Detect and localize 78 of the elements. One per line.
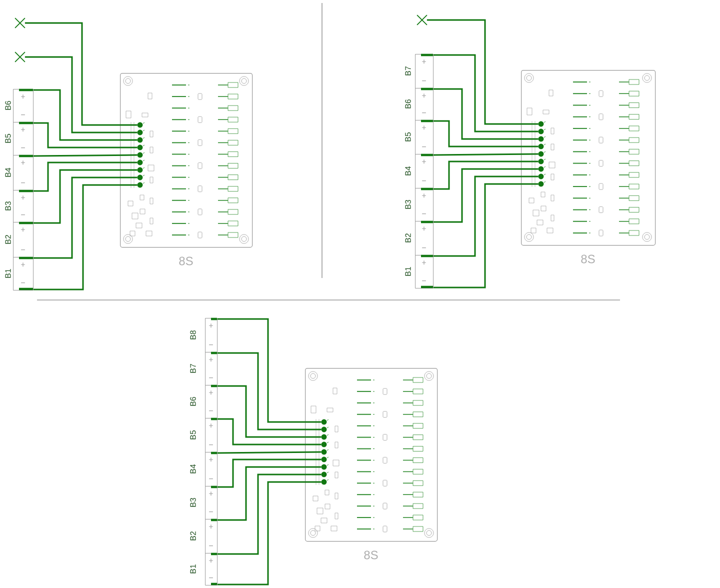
node-label: B7 [190, 364, 196, 373]
wire [434, 183, 538, 288]
wire [34, 176, 138, 259]
wire [34, 122, 138, 148]
battery-cell: B3 + − [5, 190, 34, 222]
wire [218, 466, 322, 521]
node-label: B2 [190, 531, 196, 540]
wire [34, 162, 138, 192]
battery-cell: B5 + − [405, 120, 434, 154]
battery-cell: B1 + − [405, 254, 434, 288]
battery-cell: B7 + − [190, 352, 218, 386]
battery-cell: B1 + − [190, 552, 218, 586]
battery-cell: B2 + − [5, 222, 34, 258]
node-label: B6 [405, 99, 411, 108]
cross-mark [14, 18, 26, 28]
node-label: B6 [5, 100, 11, 110]
battery-cell: B3 + − [190, 486, 218, 520]
battery-cell: B1 + − [5, 256, 34, 290]
battery-cell: B6 + − [5, 88, 34, 122]
wire [434, 176, 538, 257]
cross-mark [14, 52, 26, 62]
battery-cell: B2 + − [405, 220, 434, 256]
wire [34, 184, 138, 290]
wire [434, 88, 538, 140]
node-label: B6 [190, 396, 196, 406]
battery-cell: B2 + − [190, 518, 218, 554]
node-label: B8 [190, 330, 196, 340]
node-label: B2 [5, 235, 11, 244]
wire [34, 169, 138, 224]
cross-mark [416, 14, 428, 26]
wire [434, 120, 538, 148]
wire [34, 89, 138, 141]
wire [218, 474, 322, 555]
battery-cell: B4 + − [5, 154, 34, 190]
circuit-board-drawing: 8S [521, 70, 656, 264]
battery-cell: B8 + − [190, 318, 218, 352]
node-label: B5 [190, 430, 196, 440]
node-label: B7 [405, 66, 411, 76]
battery-cell: B6 + − [190, 384, 218, 418]
node-label: B2 [405, 234, 411, 242]
node-label: 8S [581, 254, 595, 264]
node-label: 8S [364, 550, 378, 560]
battery-cell: B7 + − [405, 54, 434, 88]
node-label: B1 [5, 268, 11, 278]
wire [434, 54, 538, 132]
node-label: 8S [179, 256, 193, 266]
node-label: B5 [5, 134, 11, 143]
node-label: B4 [5, 168, 11, 177]
wire [434, 168, 538, 223]
wire [34, 154, 138, 157]
wire [24, 56, 138, 134]
node-label: B4 [190, 464, 196, 474]
battery-cell: B4 + − [190, 452, 218, 486]
node-label: B5 [405, 132, 411, 142]
wire [218, 352, 322, 430]
node-label: B4 [405, 166, 411, 176]
wire [24, 22, 138, 126]
battery-cell: B6 + − [405, 88, 434, 120]
wire [218, 318, 322, 423]
wire [218, 385, 322, 438]
wire [426, 19, 538, 125]
battery-cell: B5 + − [190, 418, 218, 452]
wire [218, 418, 322, 446]
wire [434, 153, 538, 156]
wire [218, 481, 322, 586]
node-label: B3 [405, 200, 411, 209]
battery-cell: B5 + − [5, 122, 34, 156]
wire [434, 160, 538, 190]
wire [218, 451, 322, 454]
node-label: B3 [190, 498, 196, 507]
node-label: B3 [5, 201, 11, 210]
circuit-board-drawing: 8S [120, 73, 253, 266]
circuit-board-drawing: 8S [305, 368, 438, 560]
node-label: B1 [190, 564, 196, 574]
wire [218, 458, 322, 488]
battery-cell: B4 + − [405, 154, 434, 188]
node-label: B1 [405, 266, 411, 276]
battery-cell: B3 + − [405, 188, 434, 222]
